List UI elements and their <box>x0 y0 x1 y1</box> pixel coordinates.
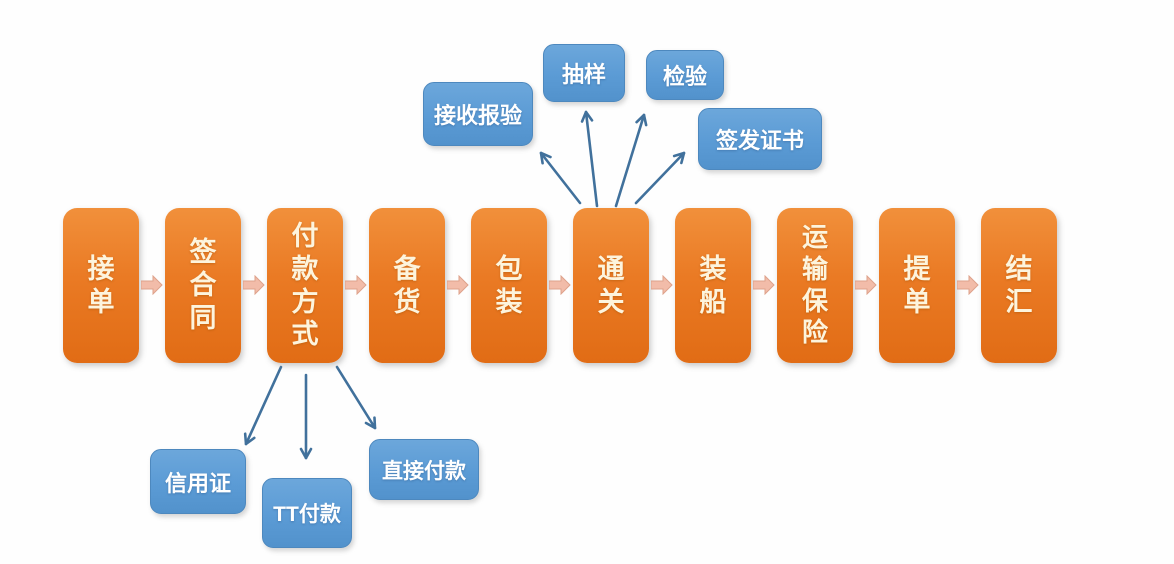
flow-arrow-icon <box>855 275 877 295</box>
branch-receive-inspection: 接收报验 <box>423 82 533 146</box>
arrow-to-issue-certificate <box>634 151 686 205</box>
step-bill-of-lading: 提单 <box>879 208 955 363</box>
step-label: 包装 <box>495 253 523 317</box>
flow-arrow-icon <box>447 275 469 295</box>
step-label: 提单 <box>903 253 931 317</box>
step-label: 装船 <box>699 253 727 317</box>
step-label: 签合同 <box>189 237 217 333</box>
branch-issue-certificate: 签发证书 <box>698 108 822 170</box>
arrow-to-receive-inspection <box>539 151 582 205</box>
step-prepare-goods: 备货 <box>369 208 445 363</box>
arrow-to-inspection <box>614 113 648 208</box>
arrow-to-direct-payment <box>335 365 377 430</box>
branch-label: 信用证 <box>164 470 231 496</box>
flow-arrow-icon <box>549 275 571 295</box>
branch-direct-payment: 直接付款 <box>369 439 479 500</box>
step-packaging: 包装 <box>471 208 547 363</box>
arrow-to-sampling <box>580 110 599 208</box>
flow-arrow-icon <box>957 275 979 295</box>
step-sign-contract: 签合同 <box>165 208 241 363</box>
step-transport-insurance: 运输保险 <box>777 208 853 363</box>
step-label: 结汇 <box>1005 253 1033 317</box>
flow-arrow-icon <box>345 275 367 295</box>
step-label: 备货 <box>393 253 421 317</box>
flow-arrow-icon <box>243 275 265 295</box>
step-payment-method: 付款方式 <box>267 208 343 363</box>
step-load-ship: 装船 <box>675 208 751 363</box>
flow-arrow-icon <box>651 275 673 295</box>
step-label: 接单 <box>87 253 115 317</box>
branch-label: 签发证书 <box>715 128 804 153</box>
arrow-to-letter-of-credit <box>243 365 283 446</box>
branch-tt-payment: TT付款 <box>262 478 352 548</box>
flow-arrow-icon <box>141 275 163 295</box>
step-settlement: 结汇 <box>981 208 1057 363</box>
branch-letter-of-credit: 信用证 <box>150 449 246 514</box>
branch-label: 直接付款 <box>382 459 466 483</box>
step-label: 运输保险 <box>801 222 828 348</box>
flow-arrow-icon <box>753 275 775 295</box>
branch-label: TT付款 <box>273 503 341 526</box>
step-customs-clearance: 通关 <box>573 208 649 363</box>
step-label: 付款方式 <box>291 220 319 350</box>
branch-label: 接收报验 <box>433 103 522 128</box>
branch-inspection: 检验 <box>646 50 724 100</box>
branch-label: 抽样 <box>561 62 606 87</box>
branch-label: 检验 <box>662 64 707 89</box>
step-receive-order: 接单 <box>63 208 139 363</box>
branch-sampling: 抽样 <box>543 44 625 102</box>
step-label: 通关 <box>597 253 625 317</box>
